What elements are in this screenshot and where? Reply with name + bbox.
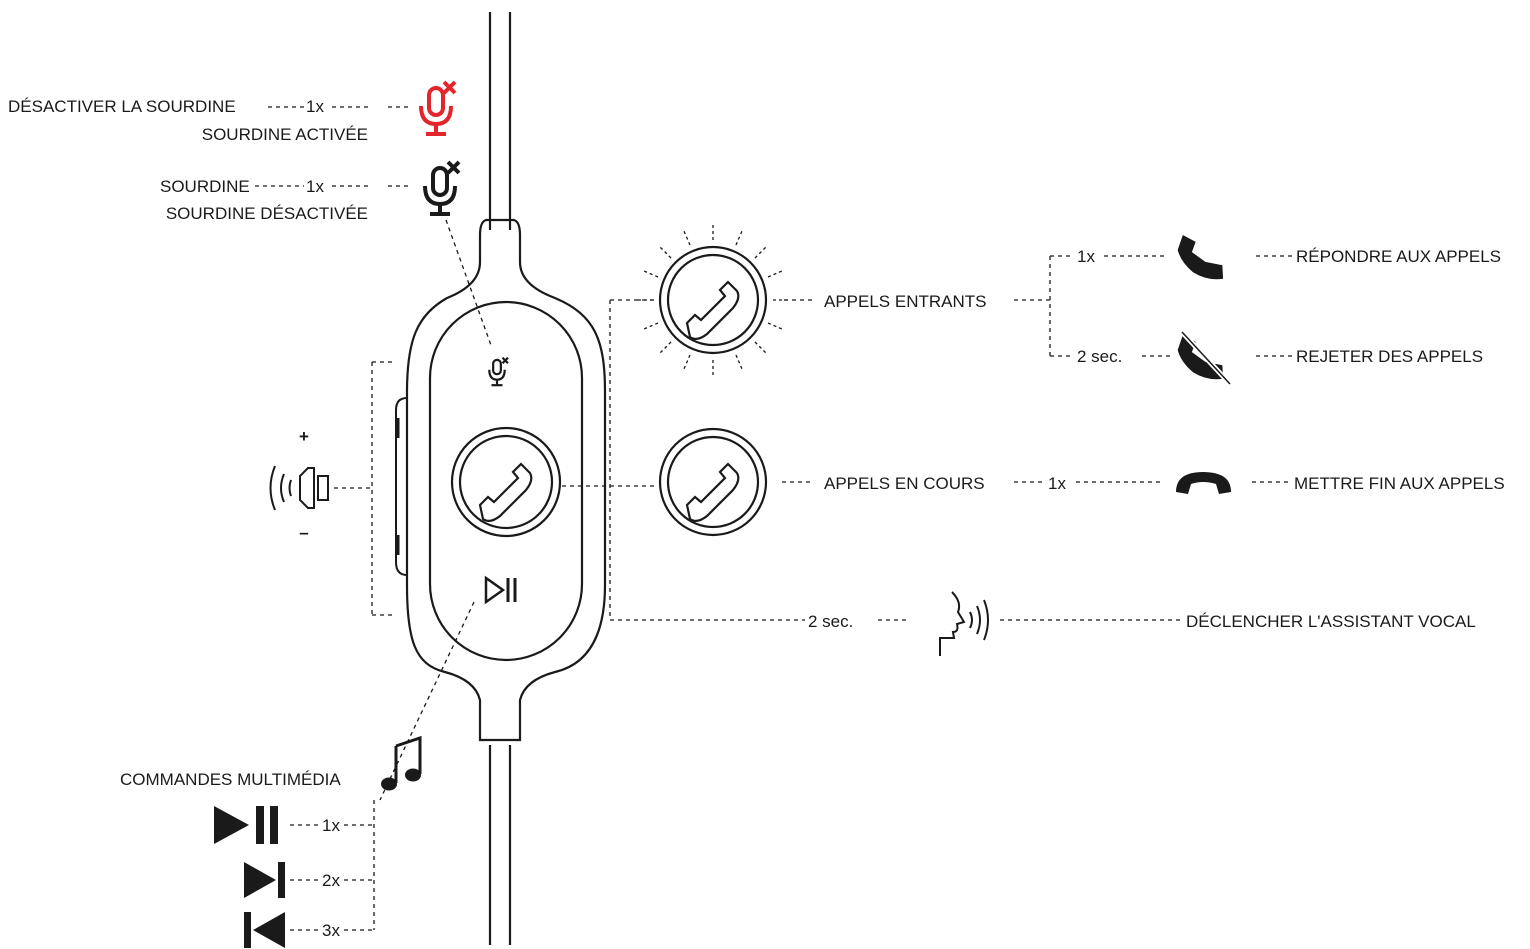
reject-press: 2 sec. [1077, 347, 1122, 366]
mute-inactive-group: SOURDINE 1x SOURDINE DÉSACTIVÉE [160, 160, 493, 349]
incoming-calls-group: APPELS ENTRANTS 1x RÉPONDRE AUX APPELS 2… [784, 234, 1501, 386]
phone-answer-icon [1177, 234, 1224, 280]
media-press-1: 1x [322, 816, 340, 835]
mute-inactive-label-bottom: SOURDINE DÉSACTIVÉE [166, 204, 368, 223]
phone-reject-icon [1177, 330, 1232, 386]
assistant-label: DÉCLENCHER L'ASSISTANT VOCAL [1186, 612, 1476, 631]
end-call-label: METTRE FIN AUX APPELS [1294, 474, 1505, 493]
inline-remote [395, 12, 607, 945]
voice-assistant-group: 2 sec. DÉCLENCHER L'ASSISTANT VOCAL [808, 591, 1476, 656]
volume-group: + – [269, 361, 392, 616]
mute-inactive-press: 1x [306, 177, 324, 196]
ongoing-calls-label: APPELS EN COURS [824, 474, 985, 493]
phone-hangup-icon [1176, 472, 1231, 494]
ongoing-calls-group: APPELS EN COURS 1x METTRE FIN AUX APPELS [782, 472, 1505, 494]
mute-active-press: 1x [306, 97, 324, 116]
volume-plus-label: + [299, 427, 309, 446]
ongoing-call-button-icon [658, 427, 768, 537]
mic-muted-icon [423, 160, 461, 216]
answer-label: RÉPONDRE AUX APPELS [1296, 247, 1501, 266]
voice-assistant-icon [939, 591, 989, 656]
mute-active-label-top: DÉSACTIVER LA SOURDINE [8, 97, 236, 116]
end-call-press: 1x [1048, 474, 1066, 493]
mute-active-label-bottom: SOURDINE ACTIVÉE [202, 125, 368, 144]
mute-inactive-label-top: SOURDINE [160, 177, 250, 196]
answer-press: 1x [1077, 247, 1095, 266]
media-press-3: 3x [322, 921, 340, 940]
play-pause-icon [214, 806, 278, 844]
next-track-icon [244, 862, 285, 898]
incoming-calls-label: APPELS ENTRANTS [824, 292, 987, 311]
incoming-call-button-icon [637, 224, 789, 376]
mute-active-group: DÉSACTIVER LA SOURDINE 1x SOURDINE ACTIV… [8, 80, 457, 144]
assistant-press: 2 sec. [808, 612, 853, 631]
reject-label: REJETER DES APPELS [1296, 347, 1483, 366]
media-group: COMMANDES MULTIMÉDIA 1x 2x 3x [120, 601, 475, 948]
volume-minus-label: – [299, 523, 308, 542]
media-press-2: 2x [322, 871, 340, 890]
music-note-icon [381, 735, 422, 791]
remote-call-button [450, 426, 562, 538]
speaker-icon [269, 465, 329, 511]
remote-mute-icon [488, 356, 509, 387]
remote-play-pause-icon [484, 575, 517, 605]
media-label: COMMANDES MULTIMÉDIA [120, 770, 341, 789]
mic-muted-red-icon [419, 80, 457, 136]
previous-track-icon [244, 912, 285, 948]
